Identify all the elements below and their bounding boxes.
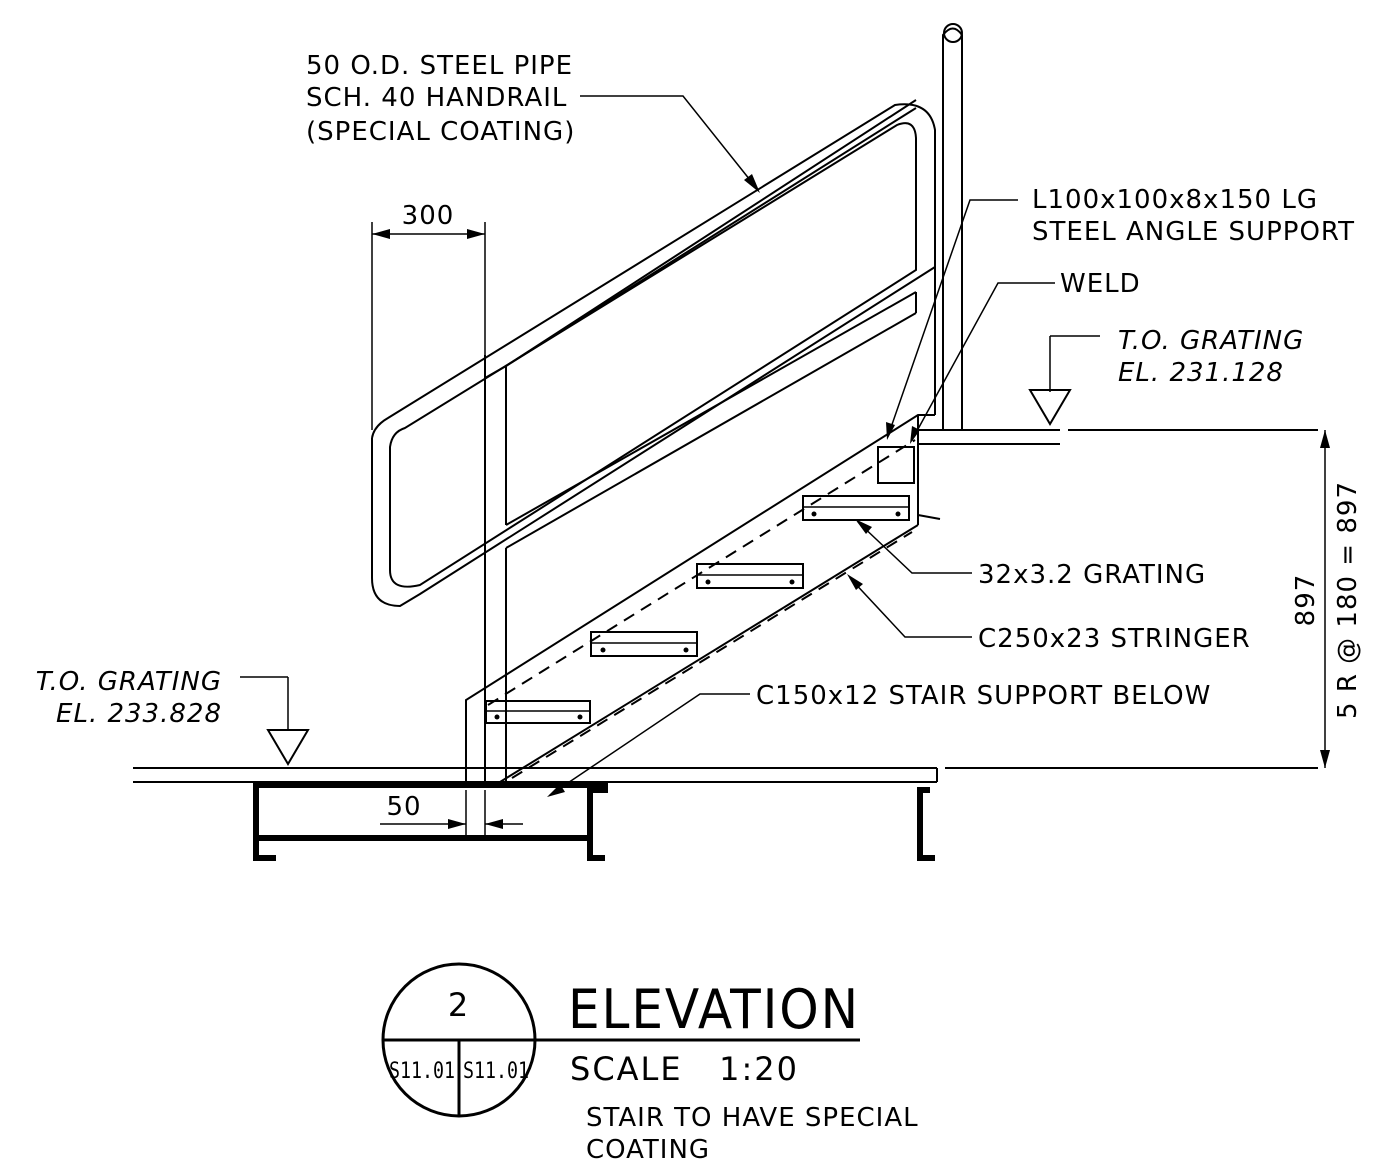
stringer-label: C250x23 STRINGER: [978, 624, 1251, 654]
support-callout: C150x12 STAIR SUPPORT BELOW: [547, 681, 1211, 797]
pipe-label-3: (SPECIAL COATING): [306, 117, 575, 147]
angle-support: [877, 446, 915, 484]
angle-label-2: STEEL ANGLE SUPPORT: [1032, 217, 1355, 247]
tread-2: [590, 631, 698, 657]
elevation-marker-bottom: T.O. GRATING EL. 233.828: [36, 667, 310, 766]
grating-top-label-1: T.O. GRATING: [1118, 326, 1304, 356]
weld-callout: WELD: [910, 269, 1141, 444]
dim-897-text: 897: [1291, 574, 1321, 627]
tread-3: [696, 563, 804, 589]
weld-label: WELD: [1060, 269, 1141, 299]
lower-grating-line: [133, 767, 938, 783]
detail-number: 2: [448, 986, 470, 1024]
support-label: C150x12 STAIR SUPPORT BELOW: [756, 681, 1211, 711]
sheet-ref-left: S11.01: [389, 1059, 455, 1084]
handrail: [371, 23, 963, 782]
drawing-title: ELEVATION: [568, 978, 860, 1041]
upper-grating-line: [918, 429, 1318, 769]
dim-300-text: 300: [402, 201, 455, 231]
dimension-300: 300: [371, 201, 486, 430]
title-block: 2 S11.01 S11.01 ELEVATION SCALE 1:20 STA…: [381, 962, 919, 1165]
dimension-897: 897 5 R @ 180 = 897: [1291, 430, 1363, 768]
grating-callout: 32x3.2 GRATING: [855, 519, 1206, 590]
dimension-50: 50: [380, 790, 523, 835]
note-line-2: COATING: [586, 1135, 710, 1165]
angle-label-1: L100x100x8x150 LG: [1032, 185, 1318, 215]
grating-bottom-label-2: EL. 233.828: [56, 699, 222, 729]
dim-risers-text: 5 R @ 180 = 897: [1333, 481, 1363, 719]
sheet-ref-right: S11.01: [463, 1059, 529, 1084]
handrail-callout: 50 O.D. STEEL PIPE SCH. 40 HANDRAIL (SPE…: [306, 51, 760, 193]
drawing-scale: SCALE 1:20: [570, 1050, 799, 1088]
tread-1: [485, 700, 591, 724]
stringer-callout: C250x23 STRINGER: [847, 574, 1251, 654]
elevation-marker-top: T.O. GRATING EL. 231.128: [1028, 326, 1304, 426]
pipe-label-2: SCH. 40 HANDRAIL: [306, 83, 567, 113]
pipe-label-1: 50 O.D. STEEL PIPE: [306, 51, 573, 81]
grating-label: 32x3.2 GRATING: [978, 560, 1206, 590]
dim-50-text: 50: [386, 792, 421, 822]
lower-channel-section: [253, 782, 935, 861]
angle-callout: L100x100x8x150 LG STEEL ANGLE SUPPORT: [886, 185, 1355, 440]
grating-top-label-2: EL. 231.128: [1118, 358, 1284, 388]
note-line-1: STAIR TO HAVE SPECIAL: [586, 1103, 919, 1133]
grating-bottom-label-1: T.O. GRATING: [36, 667, 222, 697]
